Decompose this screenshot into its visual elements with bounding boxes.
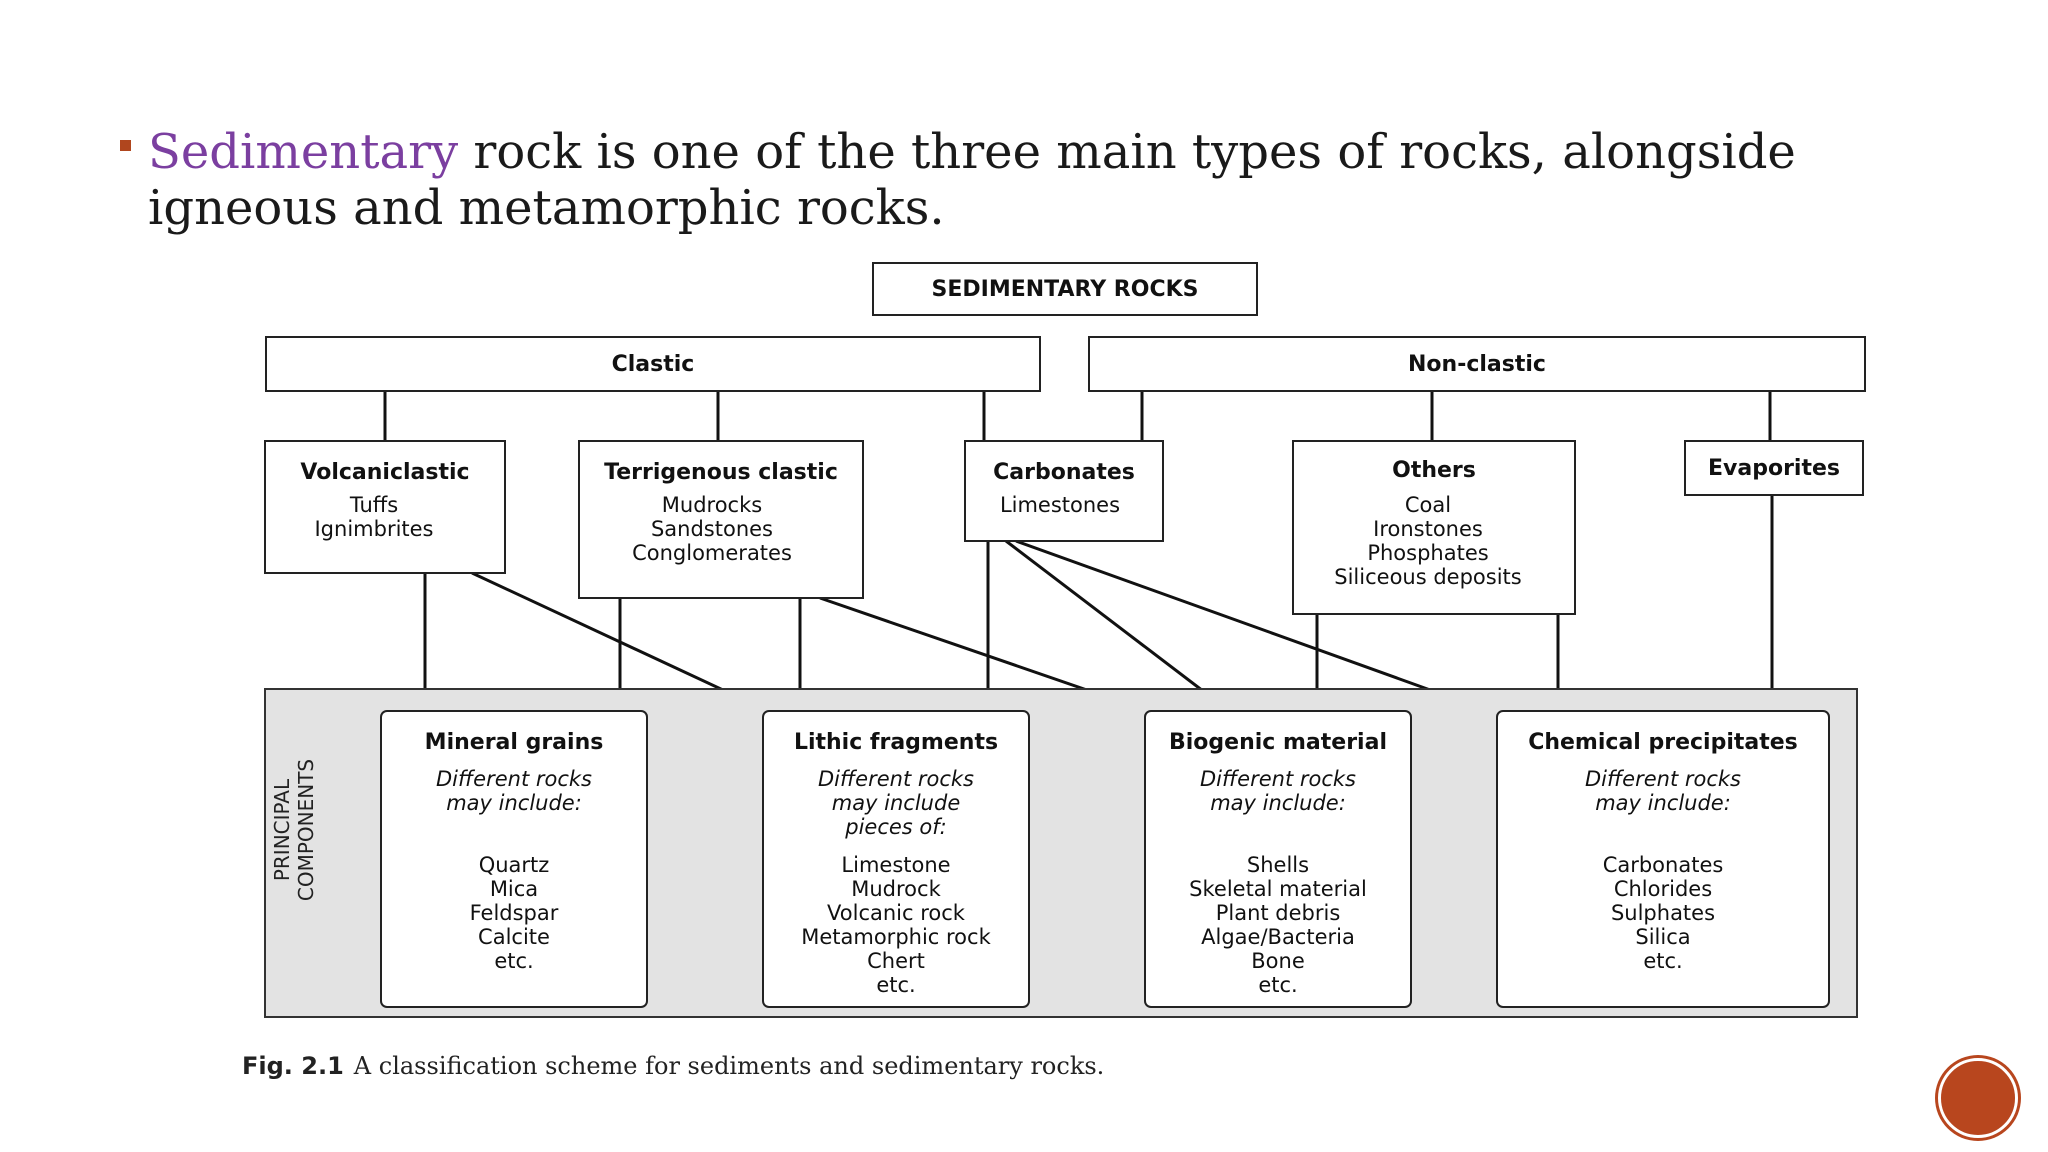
component-desc: Different rocks: [1585, 767, 1741, 791]
component-item: Algae/Bacteria: [1201, 925, 1355, 949]
bullet-rest: rock is one of the three main types of r…: [148, 124, 1796, 236]
type-item: Phosphates: [1367, 541, 1489, 565]
component-item: etc.: [494, 949, 534, 973]
type-volcaniclastic: Volcaniclastic Tuffs Ignimbrites: [264, 440, 506, 574]
component-biogenic-material: Biogenic material Different rocks may in…: [1144, 710, 1412, 1008]
component-item: etc.: [1258, 973, 1298, 997]
component-item: etc.: [876, 973, 916, 997]
component-desc: Different rocks: [436, 767, 592, 791]
component-item: Mudrock: [851, 877, 941, 901]
root-title: SEDIMENTARY ROCKS: [931, 277, 1199, 302]
type-item: Sandstones: [650, 517, 774, 541]
component-item: Skeletal material: [1189, 877, 1367, 901]
component-lithic-fragments: Lithic fragments Different rocks may inc…: [762, 710, 1030, 1008]
component-desc: may include: [831, 791, 961, 815]
component-title: Mineral grains: [424, 730, 604, 755]
component-item: Chlorides: [1613, 877, 1713, 901]
type-carbonates: Carbonates Limestones: [964, 440, 1164, 542]
component-item: Silica: [1635, 925, 1691, 949]
type-others-title: Others: [1392, 458, 1476, 483]
component-item: Carbonates: [1602, 853, 1724, 877]
figure-number: Fig. 2.1: [242, 1052, 344, 1080]
type-item: Limestones: [999, 493, 1121, 517]
component-item: Quartz: [478, 853, 550, 877]
component-item: Calcite: [478, 925, 550, 949]
panel-label: PRINCIPAL COMPONENTS: [270, 735, 318, 925]
type-volcaniclastic-title: Volcaniclastic: [300, 460, 470, 485]
component-item: Feldspar: [469, 901, 559, 925]
type-item: Coal: [1404, 493, 1452, 517]
type-carbonates-title: Carbonates: [993, 460, 1135, 485]
component-item: Bone: [1251, 949, 1305, 973]
component-item: Chert: [867, 949, 925, 973]
type-item: Ignimbrites: [314, 517, 434, 541]
component-desc: Different rocks: [818, 767, 974, 791]
type-item: Mudrocks: [661, 493, 763, 517]
component-title: Lithic fragments: [793, 730, 999, 755]
component-title: Biogenic material: [1169, 730, 1387, 755]
type-terrigenous-title: Terrigenous clastic: [604, 460, 838, 485]
component-item: Volcanic rock: [827, 901, 965, 925]
component-item: Shells: [1246, 853, 1310, 877]
type-item: Ironstones: [1373, 517, 1483, 541]
bullet-highlight: Sedimentary: [148, 124, 459, 180]
type-item: Siliceous deposits: [1334, 565, 1522, 589]
component-item: Mica: [489, 877, 539, 901]
component-chemical-precipitates: Chemical precipitates Different rocks ma…: [1496, 710, 1830, 1008]
component-item: Limestone: [841, 853, 951, 877]
type-item: Conglomerates: [632, 541, 792, 565]
connector-carbonates-biogenic: [1005, 539, 1229, 712]
component-desc: may include:: [446, 791, 582, 815]
group-nonclastic: Non-clastic: [1088, 336, 1866, 392]
component-desc: may include:: [1595, 791, 1731, 815]
type-others: Others Coal Ironstones Phosphates Silice…: [1292, 440, 1576, 615]
figure-caption-text: A classification scheme for sediments an…: [353, 1052, 1105, 1080]
component-desc: may include:: [1210, 791, 1346, 815]
component-title: Chemical precipitates: [1528, 730, 1798, 755]
bullet-marker: [120, 140, 131, 151]
type-terrigenous: Terrigenous clastic Mudrocks Sandstones …: [578, 440, 864, 599]
root-box: SEDIMENTARY ROCKS: [872, 262, 1258, 316]
type-evaporites-title: Evaporites: [1708, 456, 1840, 481]
panel-label-line: PRINCIPAL: [270, 778, 294, 882]
panel-label-line: COMPONENTS: [294, 758, 318, 902]
connector-carbonates-chemical: [1015, 539, 1498, 716]
type-item: Tuffs: [349, 493, 399, 517]
component-desc: pieces of:: [845, 815, 947, 839]
group-clastic: Clastic: [265, 336, 1041, 392]
component-item: Metamorphic rock: [801, 925, 991, 949]
group-clastic-title: Clastic: [611, 352, 695, 377]
component-desc: Different rocks: [1200, 767, 1356, 791]
component-item: etc.: [1643, 949, 1683, 973]
component-mineral-grains: Mineral grains Different rocks may inclu…: [380, 710, 648, 1008]
connector-volcaniclastic-lithic: [471, 571, 767, 712]
component-item: Plant debris: [1215, 901, 1341, 925]
figure-caption: Fig. 2.1 A classification scheme for sedi…: [242, 1052, 1104, 1080]
type-evaporites: Evaporites: [1684, 440, 1864, 496]
slide-nav-circle[interactable]: [1938, 1058, 2018, 1138]
component-item: Sulphates: [1610, 901, 1716, 925]
bullet-text: Sedimentary rock is one of the three mai…: [148, 124, 1978, 236]
group-nonclastic-title: Non-clastic: [1408, 352, 1546, 377]
